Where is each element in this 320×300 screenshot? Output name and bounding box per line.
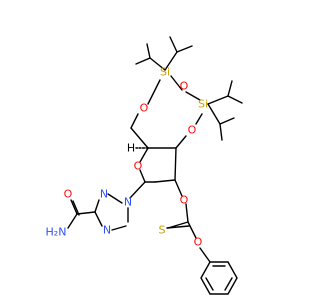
n-triazole-2-label: N [100, 188, 108, 201]
thiocarbonate-bonds [166, 179, 211, 263]
isopropyl-groups [135, 36, 243, 141]
s-thione-label: S [159, 224, 166, 237]
o-amide-label: O [64, 188, 73, 201]
phenyl-ring [200, 261, 238, 295]
n-triazole-1-label: N [124, 196, 132, 209]
molecule-drawing: Si Si O O O O O S O N N N O H₂N H [46, 36, 243, 295]
structure-canvas: Si Si O O O O O S O N N N O H₂N H [45, 36, 243, 295]
o-ring-left-label: O [140, 102, 149, 115]
stereo-h-label: H [127, 142, 135, 155]
si-right-label: Si [198, 98, 208, 111]
o-furanose-label: O [134, 160, 143, 173]
si-top-label: Si [160, 66, 170, 79]
o-phenoxy-label: O [194, 236, 203, 249]
n-triazole-4-label: N [103, 224, 111, 237]
atom-labels: Si Si O O O O O S O N N N O H₂N H [46, 66, 208, 249]
o-ring-right-label: O [188, 124, 197, 137]
o-thiocarbonate-label: O [180, 194, 189, 207]
amide-nh2-label: H₂N [46, 226, 67, 239]
o-si-si-label: O [180, 80, 189, 93]
triazole-bonds [67, 181, 146, 231]
ring-bonds [130, 75, 203, 183]
